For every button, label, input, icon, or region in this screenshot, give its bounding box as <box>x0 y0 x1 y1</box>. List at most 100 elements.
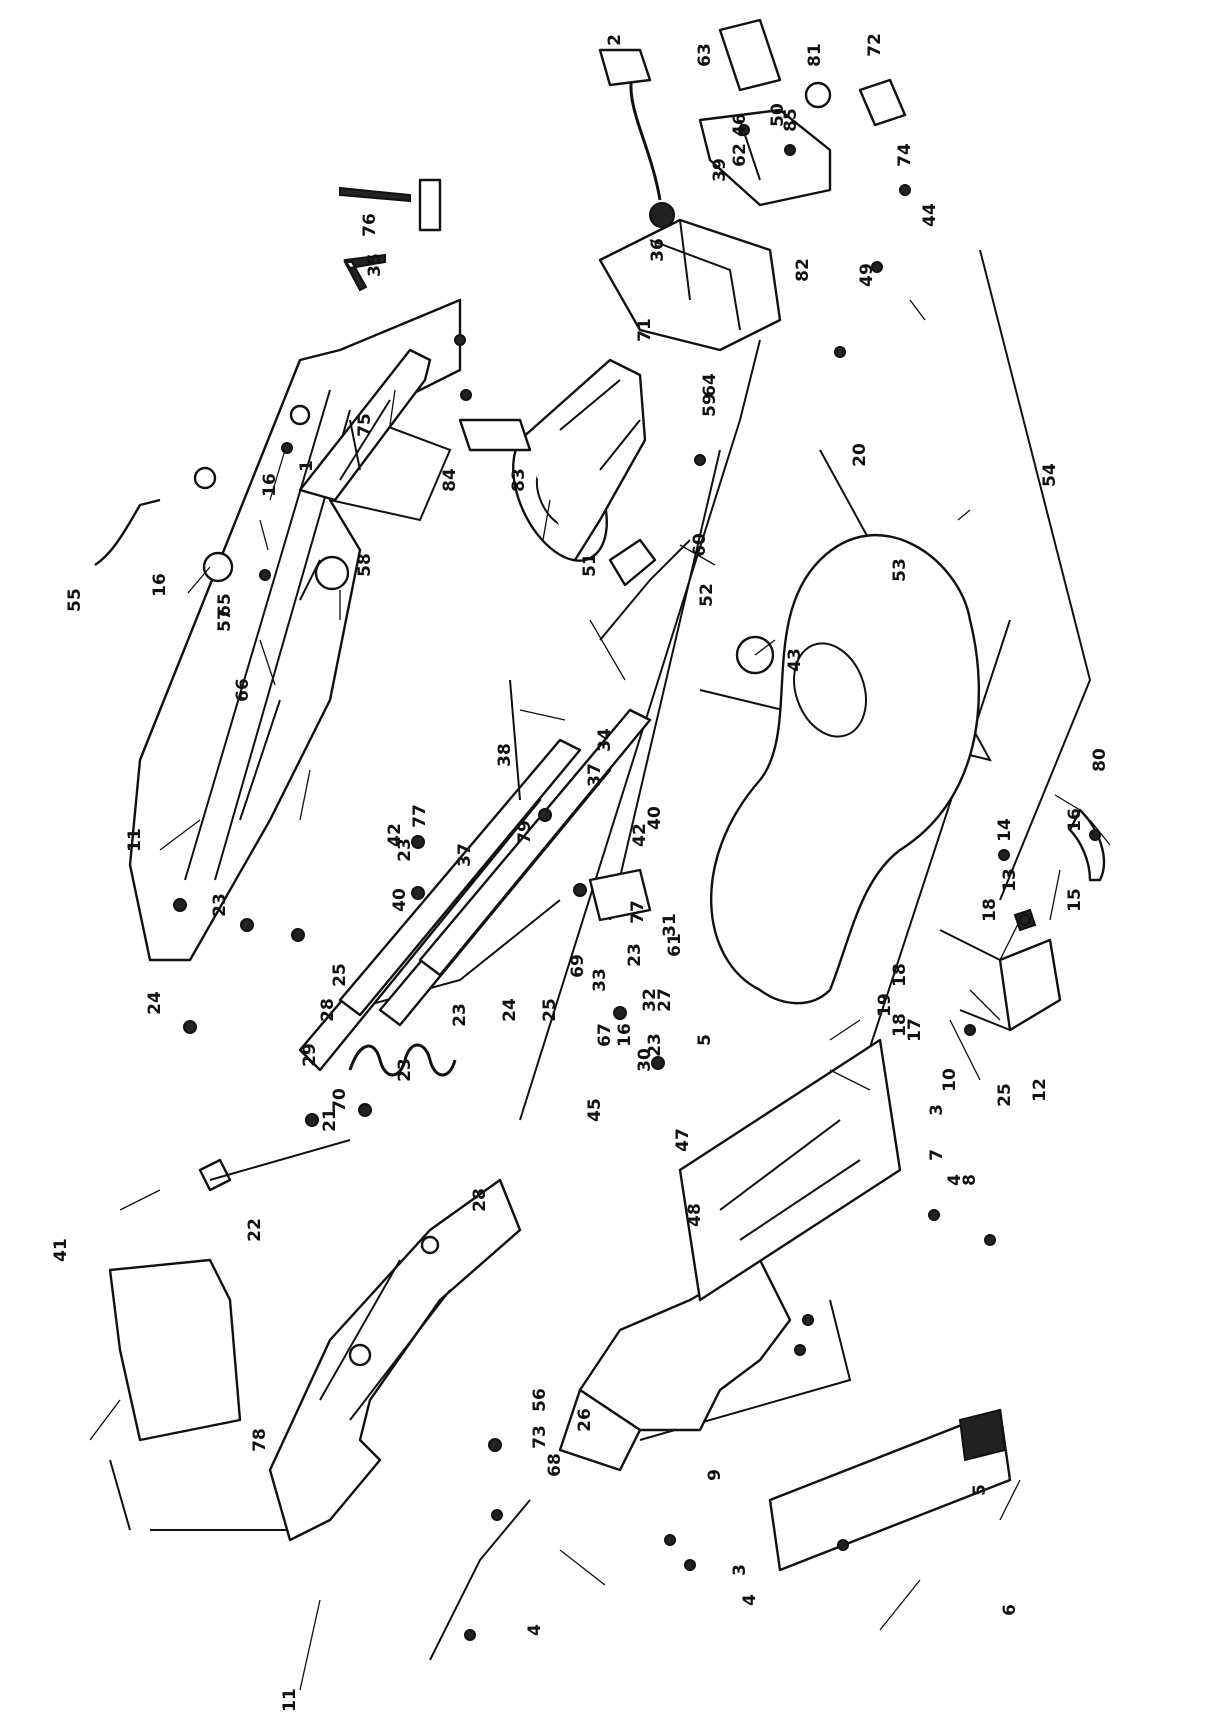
callout-67: 67 <box>595 1023 615 1047</box>
callout-40: 40 <box>390 888 410 912</box>
callout-1: 1 <box>297 460 317 472</box>
callout-72: 72 <box>865 33 885 57</box>
callout-28: 28 <box>470 1188 490 1212</box>
part-20-spring <box>348 1043 457 1077</box>
callout-57: 57 <box>215 608 235 632</box>
callout-64: 64 <box>700 373 720 397</box>
part-11-lower-frame <box>268 1178 522 1542</box>
part-21-tension-rod <box>198 1139 351 1192</box>
callout-14: 14 <box>995 818 1015 842</box>
callout-68: 68 <box>545 1453 565 1477</box>
part-2-power-cord <box>629 64 662 201</box>
part-36-grommet <box>649 202 675 228</box>
part-22-lower-arm-rail <box>378 708 652 1027</box>
callout-42: 42 <box>630 823 650 847</box>
callout-39: 39 <box>710 158 730 182</box>
part-53-table <box>709 534 981 1005</box>
callout-23: 23 <box>450 1003 470 1027</box>
part-39-switch-box <box>698 108 832 207</box>
callout-36: 36 <box>648 238 668 262</box>
callout-27: 27 <box>655 988 675 1012</box>
callout-66: 66 <box>233 678 253 702</box>
part-35-hex-key <box>343 253 386 292</box>
callout-82: 82 <box>793 258 813 282</box>
callout-49: 49 <box>857 263 877 287</box>
callout-28: 28 <box>318 998 338 1022</box>
callout-81: 81 <box>805 43 825 67</box>
callout-79: 79 <box>515 820 535 844</box>
callout-7: 7 <box>927 1149 947 1161</box>
callout-11: 11 <box>125 828 145 852</box>
callout-52: 52 <box>697 583 717 607</box>
callout-24: 24 <box>145 991 165 1015</box>
callout-73: 73 <box>530 1425 550 1449</box>
callout-35: 35 <box>365 253 385 277</box>
callout-4: 4 <box>740 1594 760 1606</box>
callout-42: 42 <box>385 823 405 847</box>
callout-70: 70 <box>330 1088 350 1112</box>
callout-23: 23 <box>395 1058 415 1082</box>
callout-58: 58 <box>355 553 375 577</box>
callout-21: 21 <box>320 1108 340 1132</box>
callout-30: 30 <box>635 1048 655 1072</box>
callout-83: 83 <box>509 468 529 492</box>
leader-lines <box>89 299 1111 1691</box>
callout-16: 16 <box>260 473 280 497</box>
part-75-bracket <box>298 348 432 502</box>
callout-84: 84 <box>440 468 460 492</box>
callout-18: 18 <box>890 1013 910 1037</box>
part-9-base <box>558 1258 792 1472</box>
part-55-handle <box>94 498 161 566</box>
callout-45: 45 <box>585 1098 605 1122</box>
callout-31: 31 <box>660 913 680 937</box>
callout-44: 44 <box>920 203 940 227</box>
callout-23: 23 <box>645 1033 665 1057</box>
callout-62: 62 <box>730 143 750 167</box>
part-72-switch <box>858 78 907 127</box>
part-52-pulley <box>608 538 657 587</box>
part-58-knob <box>314 555 350 591</box>
part-71-switch-housing <box>598 218 782 352</box>
callout-77: 77 <box>628 900 648 924</box>
callout-74: 74 <box>895 143 915 167</box>
callout-26: 26 <box>575 1408 595 1432</box>
callout-77: 77 <box>410 804 430 828</box>
part-6-front-cover <box>768 1408 1012 1572</box>
callout-78: 78 <box>250 1428 270 1452</box>
callout-51: 51 <box>580 553 600 577</box>
callout-23: 23 <box>395 838 415 862</box>
callout-85: 85 <box>781 108 801 132</box>
callout-47: 47 <box>673 1128 693 1152</box>
callout-9: 9 <box>705 1469 725 1481</box>
callout-75: 75 <box>355 413 375 437</box>
callout-12: 12 <box>1030 1078 1050 1102</box>
callout-32: 32 <box>640 988 660 1012</box>
part-2-plug <box>598 48 652 87</box>
callout-3: 3 <box>730 1564 750 1576</box>
part-76-t-wrench <box>339 178 442 232</box>
part-45-rod <box>509 679 521 801</box>
callout-25: 25 <box>995 1083 1015 1107</box>
callout-71: 71 <box>635 318 655 342</box>
callout-2: 2 <box>605 34 625 46</box>
callout-69: 69 <box>568 954 588 978</box>
callout-50: 50 <box>768 103 788 127</box>
callout-37: 37 <box>455 843 475 867</box>
callout-23: 23 <box>210 893 230 917</box>
callout-59: 59 <box>700 393 720 417</box>
callout-16: 16 <box>150 573 170 597</box>
callout-34: 34 <box>595 728 615 752</box>
callout-16: 16 <box>1065 808 1085 832</box>
callout-13: 13 <box>1000 868 1020 892</box>
callout-80: 80 <box>1090 748 1110 772</box>
callout-53: 53 <box>890 558 910 582</box>
callout-18: 18 <box>980 898 1000 922</box>
callout-22: 22 <box>245 1218 265 1242</box>
fasteners <box>173 124 1101 1641</box>
part-63-circuit-board <box>718 18 782 92</box>
callout-65: 65 <box>215 593 235 617</box>
callout-33: 33 <box>590 968 610 992</box>
callout-37: 37 <box>585 763 605 787</box>
